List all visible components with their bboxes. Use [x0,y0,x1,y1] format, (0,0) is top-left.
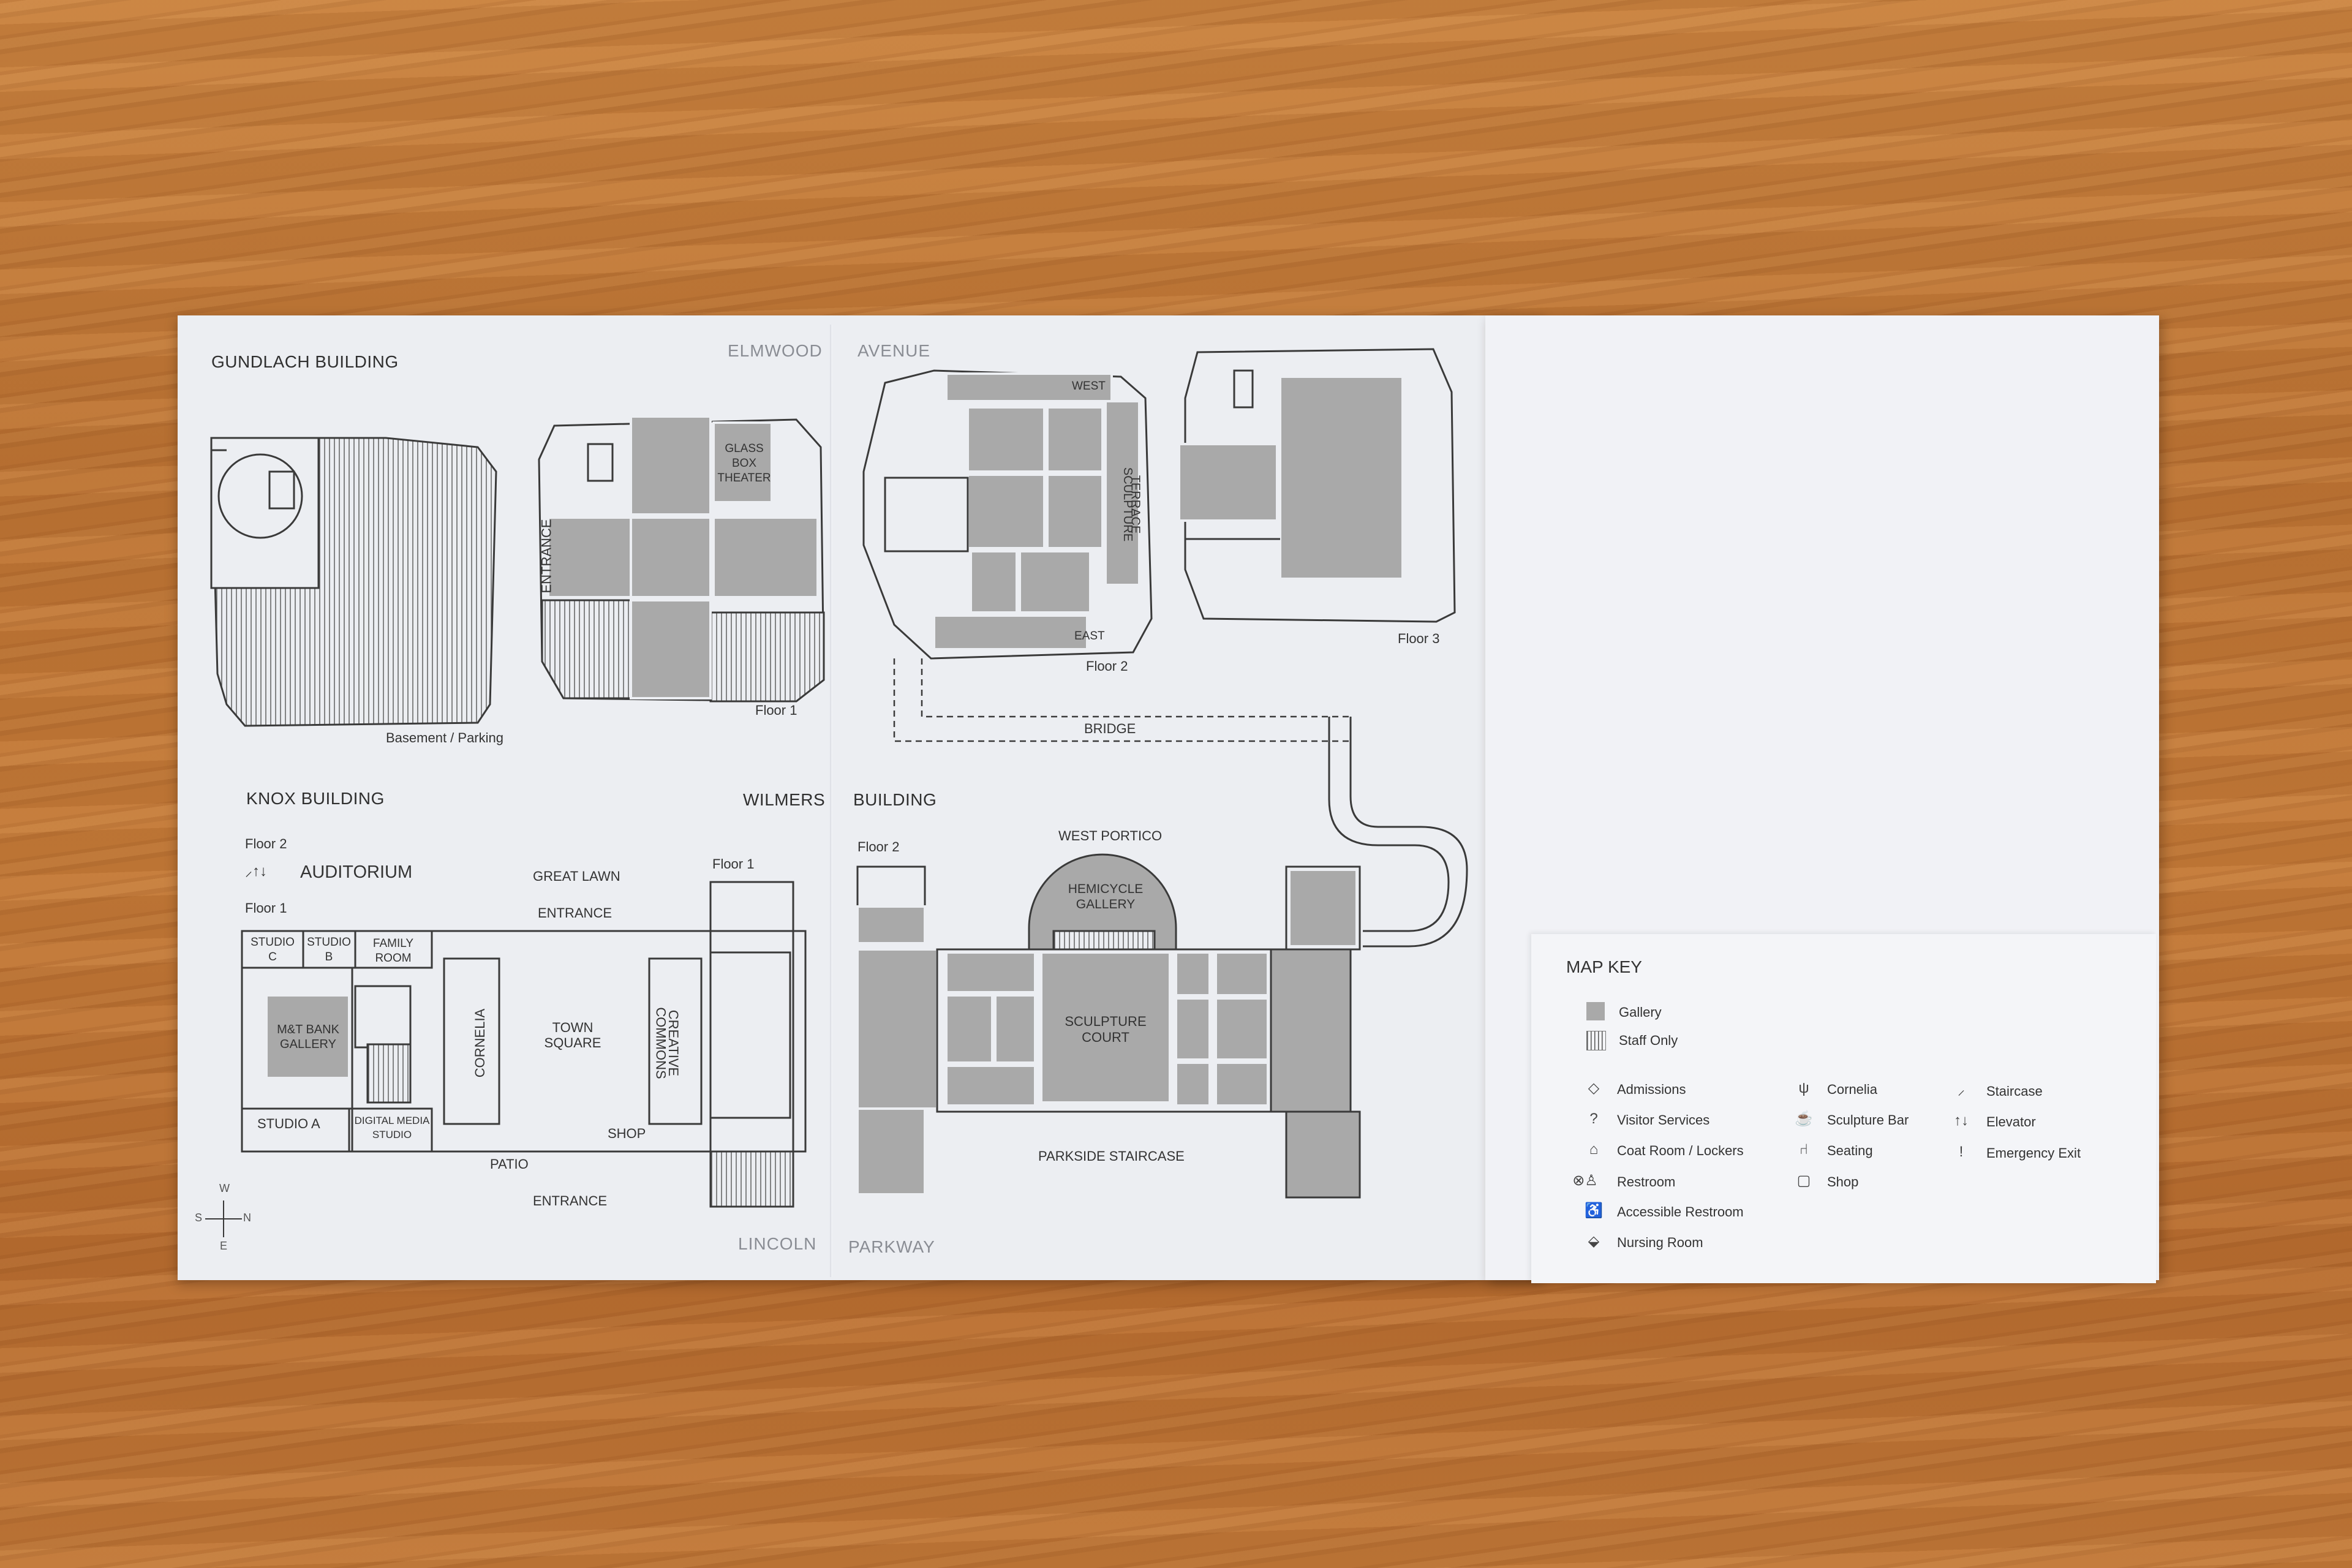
hemicycle-gallery-label-1: HEMICYCLE [1068,882,1144,896]
digital-media-studio-label-2: STUDIO [372,1129,412,1140]
digital-media-studio-label-1: DIGITAL MEDIA [354,1115,430,1126]
wilmers-heading: WILMERS [743,790,826,809]
road-label-avenue: AVENUE [858,341,931,360]
key-gallery: Gallery [1619,1005,1662,1020]
mt-bank-gallery-label-2: GALLERY [280,1038,336,1051]
stairs-elevator-auditorium-icon: ⸝↑↓ [245,863,267,880]
floor-label-basement: Basement / Parking [386,730,503,745]
floor-label-wilmers-1: Floor 1 [712,856,755,872]
bottle-icon: ⬙ [1588,1233,1600,1250]
sculpture-terrace-label-2: TERRACE [1128,475,1142,534]
wilmers-annex-plan [709,881,794,1208]
staff-only-swatch [1586,1031,1606,1050]
family-room-label-2: ROOM [375,952,412,965]
question-bubble-icon: ? [1589,1110,1598,1127]
wilmers-floor2-plan [856,853,1361,1199]
compass-e: E [220,1240,228,1252]
cornelia-label: CORNELIA [472,1008,488,1078]
key-emergency-exit: Emergency Exit [1986,1145,2081,1161]
key-shop: Shop [1827,1174,1859,1189]
floor-label-elmwood-2: Floor 2 [1086,658,1128,674]
accessible-restroom-icon: ♿ [1585,1202,1603,1219]
exclamation-icon: ! [1959,1144,1964,1160]
map-key-flap [1531,934,2156,1283]
elmwood-floor3-plan [1178,348,1456,623]
bridge-path [893,658,1352,742]
great-lawn-label: GREAT LAWN [533,869,620,884]
gundlach-building-heading: GUNDLACH BUILDING [211,352,399,371]
studio-b-label-2: B [325,951,333,963]
brochure-fold [830,325,832,1277]
map-key-title: MAP KEY [1566,957,1642,976]
floor-label-knox-2: Floor 2 [245,836,287,851]
floor-label-knox-1: Floor 1 [245,900,287,916]
town-square-label-1: TOWN [552,1020,594,1035]
key-admissions: Admissions [1617,1082,1686,1097]
compass-w: W [219,1182,230,1194]
key-cornelia: Cornelia [1827,1082,1877,1097]
key-elevator: Elevator [1986,1114,2036,1129]
west-portico-label: WEST PORTICO [1058,828,1163,843]
gundlach-floor1-plan [538,415,825,703]
family-room-label-1: FAMILY [372,937,414,950]
cup-icon: ☕ [1795,1110,1813,1127]
key-staff-only: Staff Only [1619,1033,1678,1048]
mt-bank-gallery-label-1: M&T BANK [277,1023,339,1036]
key-coat-room: Coat Room / Lockers [1617,1143,1744,1158]
studio-b-label-1: STUDIO [307,936,351,949]
key-accessible-restroom: Accessible Restroom [1617,1204,1744,1219]
glass-box-theater-label-1: GLASS [725,442,764,455]
stairs-icon: ⸝ [1958,1082,1965,1098]
glass-box-theater-label-3: THEATER [717,472,771,484]
key-staircase: Staircase [1986,1084,2043,1099]
sculpture-court-label-1: SCULPTURE [1065,1014,1147,1029]
fork-knife-icon: ψ [1798,1080,1809,1096]
key-seating: Seating [1827,1143,1873,1158]
key-restroom: Restroom [1617,1174,1676,1189]
creative-commons-label-2: COMMONS [653,1007,669,1079]
knox-building-heading: KNOX BUILDING [246,789,385,808]
road-label-parkway: PARKWAY [848,1237,935,1256]
wilmers-building-heading: BUILDING [853,790,937,809]
gundlach-basement-plan [210,437,497,727]
gallery-swatch [1586,1002,1605,1020]
chair-icon: ⑁ [1799,1141,1809,1158]
studio-c-label-1: STUDIO [251,936,295,949]
compass-s: S [195,1212,203,1224]
town-square-label-2: SQUARE [544,1035,601,1050]
hemicycle-gallery-label-2: GALLERY [1076,897,1136,911]
studio-a-label: STUDIO A [257,1116,320,1131]
patio-label: PATIO [490,1156,529,1172]
ticket-icon: ◇ [1588,1080,1600,1096]
compass-rose [205,1200,242,1237]
restroom-icon: ⊗♙ [1572,1172,1598,1189]
road-label-lincoln: LINCOLN [738,1234,817,1253]
floor-label-elmwood-3: Floor 3 [1398,631,1440,646]
east-wing-label: EAST [1074,630,1105,643]
parkside-staircase-label: PARKSIDE STAIRCASE [1038,1148,1185,1164]
elmwood-floor2-plan [862,369,1153,660]
elevator-arrows-icon: ↑↓ [1954,1112,1969,1129]
key-visitor-services: Visitor Services [1617,1112,1710,1128]
entrance-label-gundlach: ENTRANCE [538,519,554,594]
compass-n: N [243,1212,251,1224]
glass-box-theater-label-2: BOX [731,457,757,470]
entrance-label-top: ENTRANCE [538,905,612,921]
key-nursing-room: Nursing Room [1617,1235,1703,1250]
floor-label-wilmers-2: Floor 2 [858,839,900,854]
west-wing-label: WEST [1072,380,1106,393]
bag-icon: ▢ [1796,1172,1811,1189]
road-label-elmwood: ELMWOOD [728,341,823,360]
floor-label-gundlach-1: Floor 1 [755,703,797,718]
hanger-icon: ⌂ [1589,1141,1599,1158]
sculpture-court-label-2: COURT [1082,1030,1129,1045]
studio-c-label-2: C [268,951,277,963]
bridge-label: BRIDGE [1084,721,1136,736]
entrance-label-bottom: ENTRANCE [533,1193,608,1208]
knox-floor1-plan [241,930,807,1153]
shop-label: SHOP [608,1126,646,1141]
key-sculpture-bar: Sculpture Bar [1827,1112,1909,1128]
auditorium-label: AUDITORIUM [300,862,413,882]
